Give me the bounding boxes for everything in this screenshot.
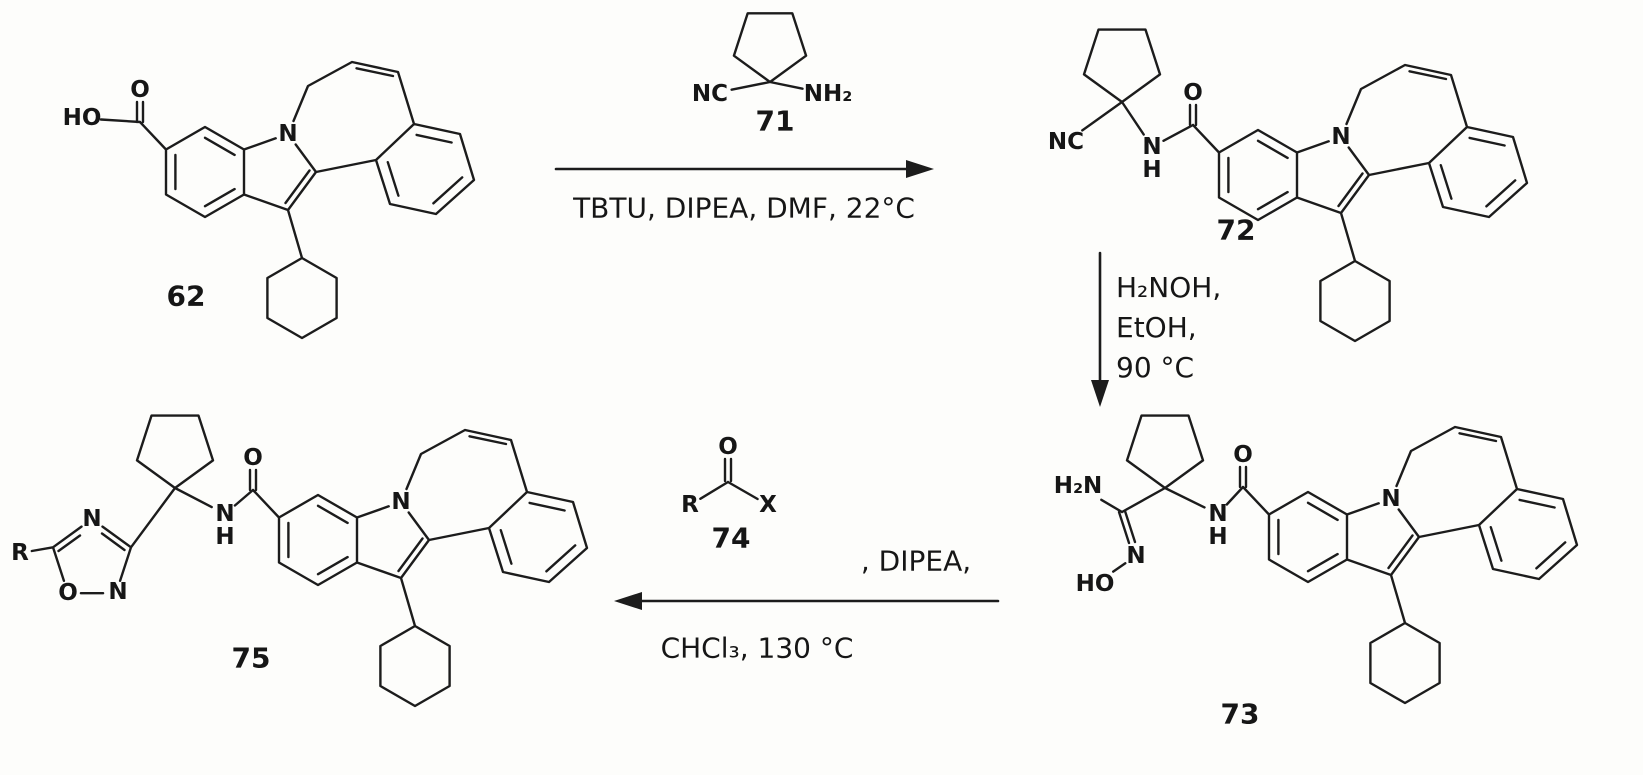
- compound-72-structure: NC N H O N: [1048, 28, 1529, 343]
- amide-n-atom-label: N: [1208, 501, 1227, 527]
- r-group-atom-label: R: [681, 492, 699, 518]
- step3-solvent-temperature: CHCl₃, 130 °C: [660, 631, 854, 665]
- step2-solvent: EtOH,: [1116, 311, 1197, 344]
- compound-74-label: 74: [711, 521, 751, 555]
- compound-62-label: 62: [166, 279, 206, 313]
- amide-h-atom-label: H: [1208, 524, 1227, 550]
- carbonyl-o-atom-label: O: [1233, 442, 1253, 468]
- compound-71-structure: NC NH₂: [692, 12, 853, 107]
- step2-arrow: [1091, 251, 1109, 407]
- compound-62-structure: HO O N: [63, 60, 476, 340]
- oxadiazole-n4-atom-label: N: [108, 579, 127, 605]
- carbonyl-o-atom-label: O: [130, 77, 150, 103]
- oxime-ho-atom-label: HO: [1076, 571, 1115, 597]
- oxime-n-atom-label: N: [1126, 543, 1145, 569]
- step1-conditions: TBTU, DIPEA, DMF, 22°C: [573, 191, 915, 225]
- indole-n-atom-label: N: [278, 121, 297, 147]
- amidine-h2n-atom-label: H₂N: [1054, 473, 1103, 499]
- indole-n-atom-label: N: [1331, 124, 1350, 150]
- nitrile-nc-atom-label: NC: [1048, 129, 1084, 155]
- arrow-head-down-icon: [1091, 380, 1109, 407]
- ho-atom-label: HO: [63, 105, 102, 131]
- amide-h-atom-label: H: [215, 524, 234, 550]
- arrow-head-left-icon: [614, 592, 642, 610]
- compound-74-structure: O R X: [681, 434, 777, 518]
- compound-75-structure: R N N O N H O N: [11, 414, 589, 708]
- compound-72-label: 72: [1216, 213, 1256, 247]
- step3-base: , DIPEA,: [860, 544, 972, 578]
- x-leaving-group-atom-label: X: [759, 492, 777, 518]
- indole-n-atom-label: N: [1381, 486, 1400, 512]
- carbonyl-o-atom-label: O: [718, 434, 738, 460]
- step3-arrow: [614, 592, 1000, 610]
- amide-n-atom-label: N: [1142, 134, 1161, 160]
- oxadiazole-n2-atom-label: N: [82, 506, 101, 532]
- nitrile-nc-atom-label: NC: [692, 81, 728, 107]
- r-group-atom-label: R: [11, 540, 29, 566]
- compound-75-label: 75: [231, 641, 271, 675]
- arrow-head-right-icon: [906, 160, 934, 178]
- amine-nh2-atom-label: NH₂: [804, 81, 853, 107]
- step1-arrow: [554, 160, 934, 178]
- amide-h-atom-label: H: [1142, 157, 1161, 183]
- step2-reagent: H₂NOH,: [1116, 271, 1222, 304]
- compound-73-label: 73: [1220, 697, 1260, 731]
- step2-temperature: 90 °C: [1116, 351, 1195, 384]
- ho-bond: [99, 118, 142, 124]
- carbonyl-o-atom-label: O: [243, 445, 263, 471]
- amide-n-atom-label: N: [215, 501, 234, 527]
- carbonyl-o-atom-label: O: [1183, 80, 1203, 106]
- oxadiazole-o-atom-label: O: [58, 580, 78, 606]
- compound-73-structure: H₂N N HO N H O N: [1054, 414, 1579, 705]
- indole-n-atom-label: N: [391, 489, 410, 515]
- compound-71-label: 71: [755, 104, 795, 138]
